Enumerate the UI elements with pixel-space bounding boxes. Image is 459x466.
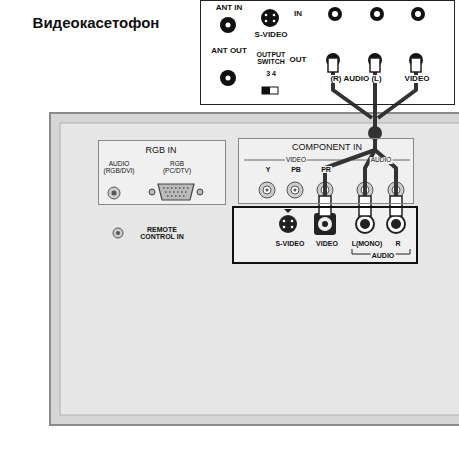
port-label: PB — [290, 166, 302, 173]
port-label: REMOTE CONTROL IN — [137, 226, 187, 241]
port-label: L(MONO) — [351, 240, 384, 247]
component-in-panel: COMPONENT IN VIDEO AUDIO Y PB PR — [238, 138, 414, 204]
tv-rear-panel — [50, 113, 459, 425]
port-label: RGB (PC/DTV) — [156, 161, 198, 175]
port-label: (R) AUDIO (L) — [329, 75, 382, 83]
port-label: IN — [293, 10, 303, 18]
cable-branches — [325, 150, 396, 200]
port-label: ANT IN — [215, 4, 244, 12]
ant-in-jack — [220, 17, 236, 33]
output-switch — [262, 87, 278, 94]
av-audio-jacks — [356, 215, 405, 233]
port-label: OUTPUT SWITCH — [251, 51, 291, 66]
port-label: VIDEO — [315, 240, 339, 247]
vcr-rear-panel: ВидеокасетофонANT INS-VIDEOINANT OUTOUTP… — [200, 0, 455, 105]
av-cable — [365, 105, 375, 206]
port-label: AUDIO — [371, 252, 396, 259]
component-panel-fill — [238, 138, 414, 204]
port-label: S-VIDEO — [275, 240, 306, 247]
port-label: VIDEO — [285, 157, 307, 164]
rgb-panel-fill — [98, 140, 226, 205]
tv-inner-panel — [60, 123, 459, 415]
port-label: ANT OUT — [210, 47, 248, 55]
s-video-jack — [261, 9, 279, 27]
ant-out-jack — [220, 70, 236, 86]
rgb-d-sub-connector — [149, 184, 203, 200]
port-label: R — [394, 240, 401, 247]
port-label: OUT — [289, 56, 308, 64]
av-s-video-jack — [279, 209, 297, 233]
rgb-in-panel: RGB IN AUDIO (RGB/DVI) RGB (PC/DTV) — [98, 140, 226, 205]
device-title: Видеокасетофон — [32, 15, 161, 31]
port-label: COMPONENT IN — [291, 143, 363, 152]
port-label: VIDEO — [404, 75, 431, 83]
rgb-audio-jack — [108, 187, 120, 199]
port-label: RGB IN — [144, 146, 177, 155]
port-label: S-VIDEO — [254, 31, 289, 39]
av-input-strip: S-VIDEO VIDEO L(MONO) AUDIO R — [232, 206, 418, 264]
remote-control-jack — [113, 228, 123, 238]
port-label: PR — [320, 166, 332, 173]
port-label: Y — [265, 166, 272, 173]
port-label: AUDIO (RGB/DVI) — [100, 161, 138, 175]
port-label: 3 4 — [265, 70, 277, 77]
port-label: AUDIO — [370, 157, 393, 164]
in-jacks — [328, 7, 425, 21]
